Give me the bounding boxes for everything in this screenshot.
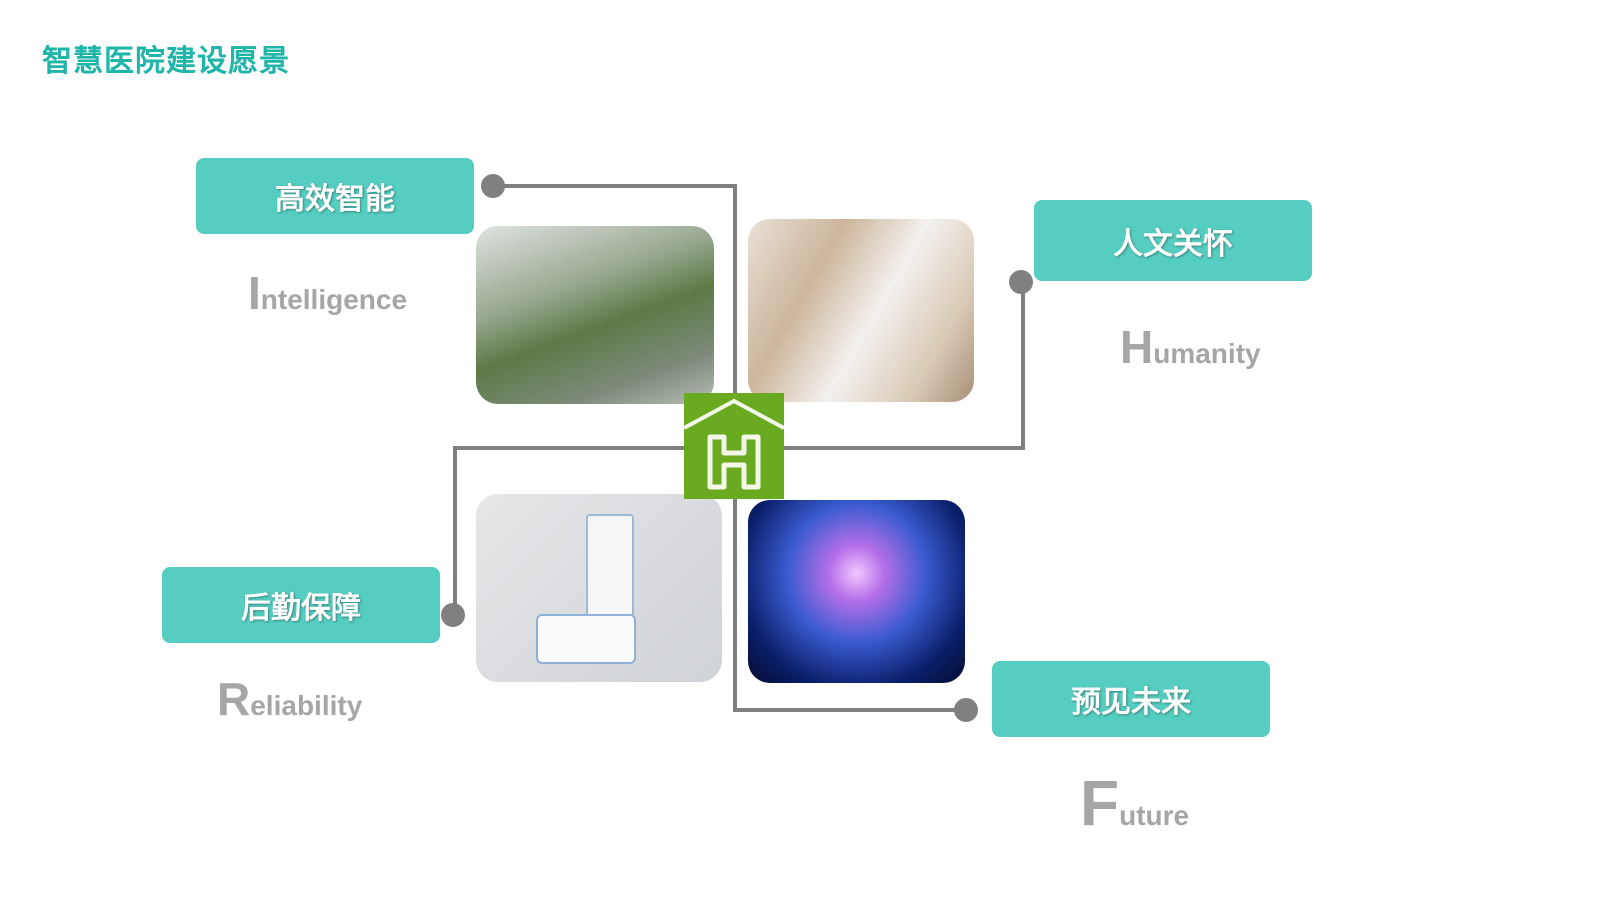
- section-future-english: Future: [1080, 767, 1190, 839]
- section-humanity-english: Humanity: [1120, 321, 1261, 373]
- logistics-machine-image: [476, 494, 722, 682]
- hospital-logo: [683, 393, 785, 499]
- section-humanity-label: 人文关怀: [1034, 200, 1312, 281]
- section-reliability-english: Reliability: [217, 673, 363, 725]
- hospital-h-icon: [683, 398, 785, 490]
- connector-line: [1021, 282, 1025, 450]
- section-intelligence-label: 高效智能: [196, 158, 474, 234]
- connector-dot: [1009, 270, 1033, 294]
- connector-line: [493, 184, 737, 188]
- page-title: 智慧医院建设愿景: [42, 44, 290, 79]
- connector-dot: [954, 698, 978, 722]
- doctor-patient-image: [748, 219, 974, 402]
- connector-line: [453, 446, 457, 616]
- connector-dot: [481, 174, 505, 198]
- section-reliability-label: 后勤保障: [162, 567, 440, 643]
- connector-line: [733, 708, 966, 712]
- section-future-label: 预见未来: [992, 661, 1270, 737]
- future-brain-image: [748, 500, 965, 683]
- hospital-building-image: [476, 226, 714, 404]
- machine-base: [536, 614, 636, 664]
- connector-dot: [441, 603, 465, 627]
- section-intelligence-english: Intelligence: [248, 267, 408, 319]
